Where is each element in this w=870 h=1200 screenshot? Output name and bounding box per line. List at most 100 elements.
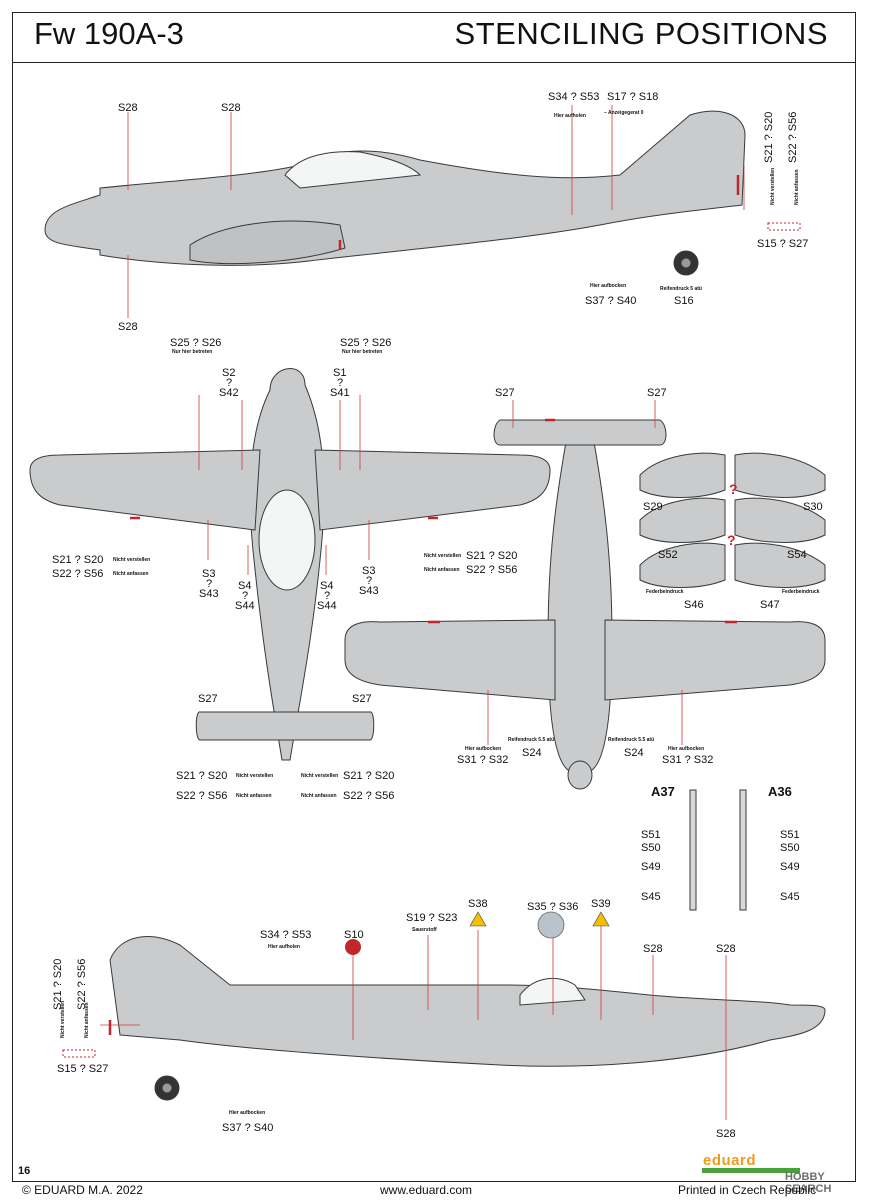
eduard-logo: eduard <box>703 1152 757 1169</box>
label-s28-bottom-b: S28 <box>716 943 736 955</box>
label-reifendruck-top-r: Reifendruck 5.5 atü <box>608 737 655 743</box>
flap-detail-3 <box>639 497 726 543</box>
label-s30: S30 <box>803 501 823 513</box>
label-a36: A36 <box>768 784 792 799</box>
label-s16: S16 <box>674 295 694 307</box>
label-federbeindruck-l: Federbeindruck <box>646 589 684 595</box>
footer-copyright: © EDUARD M.A. 2022 <box>22 1183 143 1197</box>
label-nicht-verstellen-tail-r: Nicht verstellen <box>301 773 339 779</box>
label-s28-b: S28 <box>221 102 241 114</box>
label-s45-r: S45 <box>780 891 800 903</box>
label-s4-r: S4 <box>320 580 334 592</box>
label-s21-s20-under-r: S21 ? S20 <box>466 550 518 562</box>
label-s3-l: S3 <box>202 568 216 580</box>
label-s28-bottom-c: S28 <box>716 1128 736 1140</box>
label-q-s3-l: ? <box>206 578 213 590</box>
label-s49-l: S49 <box>641 861 661 873</box>
label-s49-r: S49 <box>780 861 800 873</box>
label-nicht-anfassen-tail-r: Nicht anfassen <box>301 793 337 799</box>
red-question-2: ? <box>727 532 736 548</box>
label-s50-r: S50 <box>780 842 800 854</box>
label-s25-s26-r: S25 ? S26 <box>340 337 392 349</box>
label-anzeigegerat: – Anzeigegerat 0 <box>604 110 644 116</box>
flap-detail-2 <box>734 452 826 498</box>
underside-cowl <box>258 489 316 591</box>
label-hier-aufholen-top: Hier aufholen <box>554 113 586 119</box>
label-nicht-verstellen-tail-l: Nicht verstellen <box>236 773 274 779</box>
label-s28-bottom: S28 <box>118 321 138 333</box>
label-nur-hier-r: Nur hier betreten <box>342 349 383 355</box>
label-s15-s27-top: S15 ? S27 <box>757 238 809 250</box>
label-s34-s53: S34 ? S53 <box>548 91 600 103</box>
red-question-1: ? <box>729 481 738 497</box>
label-s42: S42 <box>219 387 239 399</box>
label-s10: S10 <box>344 929 364 941</box>
flap-detail-5 <box>639 542 726 588</box>
s38-triangle <box>469 911 487 927</box>
label-hier-aufbocken-top-l: Hier aufbocken <box>465 746 502 752</box>
page-frame <box>12 12 856 1182</box>
label-s39: S39 <box>591 898 611 910</box>
header-divider <box>12 62 856 63</box>
label-s19-s23: S19 ? S23 <box>406 912 458 924</box>
label-s37-s40-bottom: S37 ? S40 <box>222 1122 274 1134</box>
label-s52: S52 <box>658 549 678 561</box>
label-s41: S41 <box>330 387 350 399</box>
label-s43-r: S43 <box>359 585 379 597</box>
label-q-s4-l: ? <box>242 590 249 602</box>
label-hier-aufholen-bottom: Hier aufholen <box>268 944 300 950</box>
flap-detail-6 <box>734 542 826 588</box>
label-s31-s32-r: S31 ? S32 <box>662 754 714 766</box>
label-s44-r: S44 <box>317 600 337 612</box>
label-q-s3-r: ? <box>366 575 373 587</box>
label-s27-top-l: S27 <box>495 387 515 399</box>
label-nicht-anfassen-under-l: Nicht anfassen <box>113 571 149 577</box>
label-s34-s53-bottom: S34 ? S53 <box>260 929 312 941</box>
label-q-s2: ? <box>226 377 233 389</box>
label-s31-s32-l: S31 ? S32 <box>457 754 509 766</box>
logo-bar <box>702 1168 800 1173</box>
label-s45-l: S45 <box>641 891 661 903</box>
side-view-top-canopy <box>284 151 422 189</box>
label-s29: S29 <box>643 501 663 513</box>
watermark: HOBBY SEARCH <box>785 1171 832 1195</box>
label-s28-bottom-a: S28 <box>643 943 663 955</box>
s10-roundel <box>345 939 361 955</box>
flap-detail-4 <box>734 497 826 543</box>
label-s27-under-l: S27 <box>198 693 218 705</box>
label-s4-l: S4 <box>238 580 252 592</box>
label-s21-s20-tail-r: S21 ? S20 <box>343 770 395 782</box>
flap-detail-1 <box>639 452 726 498</box>
label-s25-s26-l: S25 ? S26 <box>170 337 222 349</box>
label-nicht-anfassen-bottom: Nicht anfassen <box>84 1002 90 1038</box>
side-view-bottom-fuselage <box>109 936 826 1067</box>
label-q-s4-r: ? <box>324 590 331 602</box>
underside-left-wing <box>29 449 261 531</box>
top-view-fuselage <box>547 419 613 771</box>
top-view-tailplane <box>493 419 667 446</box>
label-hier-aufbocken-top-r: Hier aufbocken <box>668 746 705 752</box>
label-s22-s56-under-l: S22 ? S56 <box>52 568 104 580</box>
label-nur-hier-l: Nur hier betreten <box>172 349 213 355</box>
label-s22-s56-under-r: S22 ? S56 <box>466 564 518 576</box>
page-number: 16 <box>18 1165 31 1177</box>
s39-triangle <box>592 911 610 927</box>
underside-right-wing <box>314 449 551 531</box>
underside-tailplane <box>195 711 375 741</box>
label-s22-s56-tail-r: S22 ? S56 <box>343 790 395 802</box>
side-view-top-wingroot <box>189 220 346 265</box>
label-federbeindruck-r: Federbeindruck <box>782 589 820 595</box>
label-sauerstoff: Sauerstoff <box>412 927 437 933</box>
label-s37-s40-top: S37 ? S40 <box>585 295 637 307</box>
label-s43-l: S43 <box>199 588 219 600</box>
label-q-s1: ? <box>337 377 344 389</box>
label-s21-s20-tail-l: S21 ? S20 <box>176 770 228 782</box>
side-view-bottom-canopy <box>519 977 586 1006</box>
top-view-right-wing <box>604 619 826 701</box>
label-s27-under-r: S27 <box>352 693 372 705</box>
model-title: Fw 190A-3 <box>34 16 184 51</box>
footer-website[interactable]: www.eduard.com <box>380 1183 473 1197</box>
label-s22-s56-tail-l: S22 ? S56 <box>176 790 228 802</box>
top-view-left-wing <box>344 619 556 701</box>
